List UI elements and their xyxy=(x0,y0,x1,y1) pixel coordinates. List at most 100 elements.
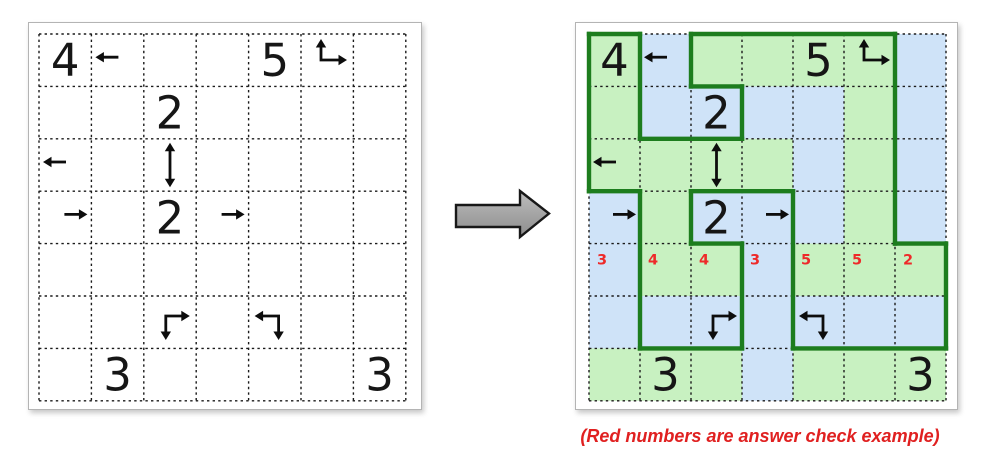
clue-arrow-up-down-icon-head xyxy=(164,178,176,188)
cell-r3-c2 xyxy=(691,191,742,244)
cell-r0-c3 xyxy=(742,34,793,87)
check-number-c2: 4 xyxy=(699,253,709,269)
cell-r4-c1 xyxy=(640,243,691,296)
clue-number-r1-c2: 2 xyxy=(156,87,185,140)
clue-arrow-left-down-icon-head xyxy=(254,310,264,322)
clue-number-r1-c2: 2 xyxy=(702,87,731,140)
cell-r3-c6 xyxy=(895,191,946,244)
cell-r0-c4 xyxy=(793,34,844,87)
cell-r5-c0 xyxy=(589,296,640,349)
cell-r2-c4 xyxy=(793,138,844,192)
clue-arrow-left-icon-head xyxy=(43,156,52,168)
cell-r0-c6 xyxy=(895,34,946,87)
clue-arrow-right-down-icon-head xyxy=(181,310,190,322)
check-number-c4: 5 xyxy=(801,253,811,269)
puzzle-grid: 4 5 2 2 3 3 xyxy=(38,33,407,402)
cell-r2-c0 xyxy=(589,138,640,192)
cell-r1-c5 xyxy=(844,86,895,139)
cell-r3-c5 xyxy=(844,191,895,244)
clue-arrow-right-icon-head xyxy=(780,209,789,220)
clue-arrow-left-down-icon-head xyxy=(273,331,284,340)
clue-number-r6-c6: 3 xyxy=(906,349,935,402)
cell-r5-c4 xyxy=(793,296,844,349)
clue-arrow-up-right-icon xyxy=(319,46,340,62)
cell-r0-c2 xyxy=(691,34,742,87)
puzzle-grid-panel: 4 5 2 2 3 3 xyxy=(28,22,422,410)
clue-number-r0-c4: 5 xyxy=(804,34,833,87)
clue-number-r0-c0: 4 xyxy=(51,34,80,87)
clue-arrow-right-down-icon xyxy=(711,314,730,332)
cell-r2-c6 xyxy=(895,138,946,192)
cell-r0-c1 xyxy=(640,34,691,87)
clue-arrow-up-right-icon-head xyxy=(881,54,890,66)
cell-r6-c4 xyxy=(793,348,844,401)
clue-arrow-up-right-icon-head xyxy=(338,54,347,66)
clue-number-r3-c2: 2 xyxy=(702,191,731,244)
cell-r1-c0 xyxy=(589,86,640,139)
check-number-c3: 3 xyxy=(750,253,760,269)
cell-r6-c1 xyxy=(640,348,691,401)
cell-r1-c6 xyxy=(895,86,946,139)
check-number-c6: 2 xyxy=(903,253,913,269)
clue-arrow-left-down-icon-head xyxy=(817,331,829,340)
clue-arrow-up-right-icon-head xyxy=(315,39,327,48)
cell-r6-c3 xyxy=(742,348,793,401)
cell-r4-c4 xyxy=(793,243,844,296)
cell-r5-c5 xyxy=(844,296,895,349)
cell-r5-c2 xyxy=(691,296,742,349)
cell-r5-c3 xyxy=(742,296,793,349)
clue-arrow-up-right-icon xyxy=(862,46,883,62)
cell-r1-c2 xyxy=(691,86,742,139)
cell-r5-c6 xyxy=(895,296,946,349)
clue-arrow-right-down-icon-head xyxy=(160,331,171,340)
cell-r1-c4 xyxy=(793,86,844,139)
cell-r4-c3 xyxy=(742,243,793,296)
clue-arrow-up-down-icon-head xyxy=(711,142,722,152)
cell-r6-c6 xyxy=(895,348,946,401)
check-number-c0: 3 xyxy=(597,253,607,269)
clue-number-r6-c1: 3 xyxy=(103,349,132,402)
cell-r3-c0 xyxy=(589,191,640,244)
clue-arrow-right-down-icon-head xyxy=(728,310,737,322)
cell-r1-c1 xyxy=(640,86,691,139)
cell-r2-c5 xyxy=(844,138,895,192)
cell-r4-c6 xyxy=(895,243,946,296)
clue-number-r0-c0: 4 xyxy=(600,34,629,87)
cell-r4-c2 xyxy=(691,243,742,296)
clue-arrow-right-down-icon xyxy=(164,314,183,332)
cell-r0-c0 xyxy=(589,34,640,87)
clue-number-r0-c4: 5 xyxy=(260,34,289,87)
clue-arrow-up-right-icon-head xyxy=(858,39,870,48)
clue-arrow-left-down-icon xyxy=(806,314,825,332)
cell-r4-c0 xyxy=(589,243,640,296)
cell-r6-c5 xyxy=(844,348,895,401)
clue-arrow-right-icon-head xyxy=(78,209,88,220)
clue-arrow-left-down-icon-head xyxy=(799,310,808,322)
cell-r2-c1 xyxy=(640,138,691,192)
cell-r5-c1 xyxy=(640,296,691,349)
cell-r3-c3 xyxy=(742,191,793,244)
cell-r3-c1 xyxy=(640,191,691,244)
cell-r4-c5 xyxy=(844,243,895,296)
cell-r3-c4 xyxy=(793,191,844,244)
answer-check-caption: (Red numbers are answer check example) xyxy=(580,426,940,446)
check-number-c1: 4 xyxy=(648,253,658,269)
cell-r6-c0 xyxy=(589,348,640,401)
clue-arrow-left-icon-head xyxy=(644,52,653,63)
cell-r6-c2 xyxy=(691,348,742,401)
clue-arrow-left-icon-head xyxy=(593,156,602,168)
clue-arrow-right-down-icon-head xyxy=(707,331,719,340)
clue-number-r3-c2: 2 xyxy=(156,191,185,244)
clue-arrow-right-icon-head xyxy=(236,209,245,220)
transform-arrow-icon xyxy=(454,188,551,240)
clue-arrow-left-icon-head xyxy=(95,52,104,63)
cell-r2-c3 xyxy=(742,138,793,192)
right-block-arrow-shape xyxy=(454,188,551,240)
cell-r1-c3 xyxy=(742,86,793,139)
clue-arrow-right-icon-head xyxy=(627,209,636,220)
check-number-c5: 5 xyxy=(852,253,862,269)
clue-arrow-left-down-icon xyxy=(261,314,280,332)
clue-number-r6-c6: 3 xyxy=(365,349,394,402)
